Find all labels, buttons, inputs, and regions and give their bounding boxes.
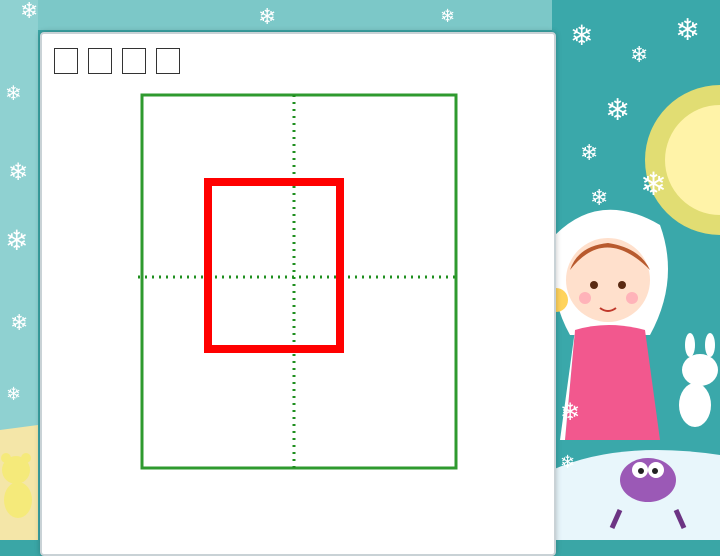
svg-text:❄: ❄ [6, 384, 21, 405]
bunny-illustration [679, 333, 718, 427]
sun-illustration [645, 85, 720, 235]
slide-title [54, 44, 186, 78]
svg-text:❄: ❄ [560, 452, 575, 473]
title-glyph-4 [156, 48, 180, 74]
writing-grid [138, 93, 458, 470]
title-glyph-2 [88, 48, 112, 74]
svg-text:❄: ❄ [570, 19, 593, 52]
content-panel [40, 32, 556, 556]
svg-text:❄: ❄ [605, 93, 630, 128]
red-character-box [204, 178, 344, 353]
svg-text:❄: ❄ [20, 0, 38, 24]
svg-text:❄: ❄ [630, 43, 648, 68]
svg-text:❄: ❄ [5, 81, 22, 105]
girl-illustration [544, 209, 668, 440]
snowflake-icon: ❄ ❄ ❄ ❄ ❄ ❄ ❄ ❄ ❄ ❄ ❄ ❄ ❄ ❄ ❄ ❄ ❄ [5, 0, 700, 473]
svg-text:❄: ❄ [8, 158, 28, 186]
cartoon-bug-illustration [609, 458, 687, 530]
svg-text:❄: ❄ [640, 165, 667, 203]
title-glyph-3 [122, 48, 146, 74]
grid-frame [140, 93, 458, 470]
svg-text:❄: ❄ [590, 186, 608, 211]
svg-text:❄: ❄ [675, 13, 700, 48]
title-glyph-1 [54, 48, 78, 74]
svg-text:❄: ❄ [5, 224, 28, 257]
svg-text:❄: ❄ [580, 141, 598, 166]
bear-illustration [1, 453, 32, 518]
svg-text:❄: ❄ [560, 398, 580, 426]
svg-text:❄: ❄ [10, 311, 28, 336]
svg-text:❄: ❄ [258, 5, 276, 30]
svg-text:❄: ❄ [440, 6, 455, 27]
